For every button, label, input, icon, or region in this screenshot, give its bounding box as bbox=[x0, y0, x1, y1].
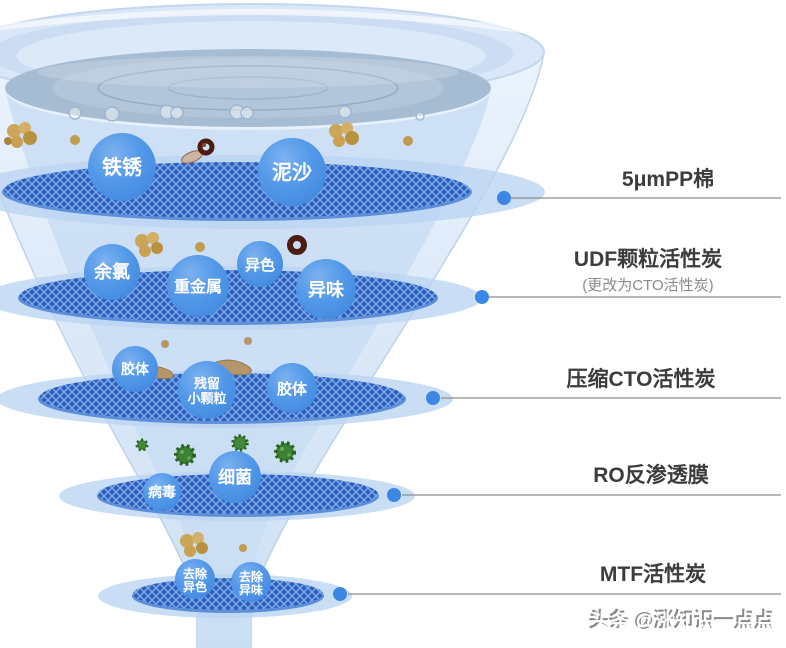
bubble-sediment-label: 泥沙 bbox=[272, 161, 312, 184]
sediment-cluster-icon bbox=[329, 122, 359, 147]
bubble-chlorine: 余氯 bbox=[84, 244, 140, 300]
water-surface bbox=[5, 49, 491, 127]
stage-3: 压缩CTO活性炭 bbox=[426, 367, 781, 405]
bubble-heavy-metals: 重金属 bbox=[167, 255, 229, 317]
sediment-cluster-icon bbox=[4, 122, 37, 148]
bubble-colloid-right-label: 胶体 bbox=[277, 380, 308, 398]
sediment-particle-icon bbox=[244, 337, 252, 345]
bubble-off-color-label: 异色 bbox=[245, 256, 275, 274]
watermark: 头条 @涨知识一点点 头条 @涨知识一点点 bbox=[588, 607, 775, 633]
bubble-residual-line2: 小颗粒 bbox=[187, 391, 226, 406]
bubble-residual-particles: 残留 小颗粒 bbox=[178, 361, 236, 419]
leader-dot bbox=[387, 488, 401, 502]
bubble-colloid-left: 胶体 bbox=[112, 346, 158, 392]
stage-4-label: RO反渗透膜 bbox=[593, 463, 709, 487]
bubble-heavy-metals-label: 重金属 bbox=[174, 277, 222, 296]
bubble-virus-label: 病毒 bbox=[148, 484, 176, 500]
bubble-bacteria: 细菌 bbox=[209, 451, 261, 503]
sediment-particle-icon bbox=[70, 135, 80, 145]
watermark-text: 头条 @涨知识一点点 bbox=[590, 609, 775, 633]
bubble-colloid-left-label: 胶体 bbox=[121, 361, 150, 377]
rust-ring-icon bbox=[287, 235, 307, 255]
leader-dot bbox=[475, 290, 489, 304]
leader-dot bbox=[497, 191, 511, 205]
sediment-particle-icon bbox=[239, 544, 247, 552]
bubble-rust: 铁锈 bbox=[88, 133, 156, 201]
watermark-shadow-text: 头条 @涨知识一点点 bbox=[588, 607, 773, 631]
bubble-remove-odor-line1: 去除 bbox=[239, 569, 264, 584]
bubble-odor-label: 异味 bbox=[308, 280, 344, 300]
stage-4: RO反渗透膜 bbox=[387, 463, 781, 502]
stage-1-label: 5μmPP棉 bbox=[622, 168, 714, 191]
sediment-particle-icon bbox=[161, 340, 169, 348]
microbe-icon bbox=[274, 441, 296, 463]
bubble-remove-odor: 去除 异味 bbox=[231, 562, 271, 602]
microbe-icon bbox=[135, 438, 149, 452]
waterline-bubbles-icon bbox=[68, 104, 425, 122]
stage-5: MTF活性炭 bbox=[333, 562, 781, 601]
bubble-virus: 病毒 bbox=[143, 473, 181, 511]
bubble-colloid-right: 胶体 bbox=[267, 363, 317, 413]
bubble-sediment: 泥沙 bbox=[258, 138, 326, 206]
bubble-remove-color-line2: 异色 bbox=[183, 579, 207, 594]
bubble-chlorine-label: 余氯 bbox=[93, 261, 130, 282]
sediment-particle-icon bbox=[195, 242, 205, 252]
filter-layer-5 bbox=[98, 574, 352, 618]
stage-2-label: UDF颗粒活性炭 bbox=[574, 247, 722, 271]
stage-2-sublabel: (更改为CTO活性炭) bbox=[582, 277, 713, 294]
bubble-remove-color-line1: 去除 bbox=[183, 566, 208, 581]
stage-3-label: 压缩CTO活性炭 bbox=[567, 367, 716, 391]
bubble-bacteria-label: 细菌 bbox=[218, 467, 252, 487]
sediment-particle-icon bbox=[403, 136, 413, 146]
microbe-icon bbox=[174, 444, 196, 466]
rust-flake-icon bbox=[181, 138, 215, 164]
bubble-off-color: 异色 bbox=[237, 241, 283, 287]
bubble-odor: 异味 bbox=[296, 259, 356, 319]
sediment-cluster-icon bbox=[180, 532, 208, 557]
stage-2: UDF颗粒活性炭 (更改为CTO活性炭) bbox=[475, 247, 781, 304]
bubble-remove-odor-line2: 异味 bbox=[239, 582, 263, 597]
bubble-residual-line1: 残留 bbox=[194, 376, 220, 391]
leader-dot bbox=[333, 587, 347, 601]
sediment-cluster-icon bbox=[135, 232, 163, 257]
bubble-rust-label: 铁锈 bbox=[102, 155, 142, 179]
microbe-icon bbox=[231, 434, 249, 452]
leader-dot bbox=[426, 391, 440, 405]
bubble-remove-color: 去除 异色 bbox=[175, 559, 215, 599]
stage-5-label: MTF活性炭 bbox=[600, 562, 706, 586]
stage-1: 5μmPP棉 bbox=[497, 168, 781, 205]
